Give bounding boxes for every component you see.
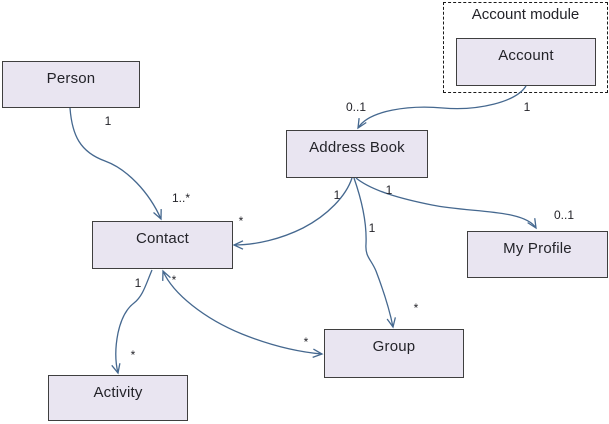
- multiplicity-contact-activity-at-activity: *: [130, 348, 136, 362]
- edge-person-contact: [69, 107, 162, 221]
- multiplicity-account-address-book-at-address-book: 0..1: [345, 100, 367, 114]
- multiplicity-address-book-group-at-address-book: 1: [368, 221, 376, 235]
- node-my-profile-label: My Profile: [503, 240, 572, 257]
- multiplicity-address-book-my-profile-at-my-profile: 0..1: [553, 208, 575, 222]
- edge-address-book-my-profile: [355, 177, 537, 230]
- node-person-label: Person: [46, 70, 96, 87]
- multiplicity-contact-group-at-group: *: [303, 335, 309, 349]
- edge-address-book-group: [353, 177, 396, 329]
- multiplicity-person-contact-at-contact: 1..*: [171, 191, 191, 205]
- node-contact: Contact: [92, 221, 233, 269]
- account-module-label: Account module: [471, 6, 580, 23]
- node-activity: Activity: [48, 375, 188, 421]
- multiplicity-contact-activity-at-contact: 1: [134, 276, 142, 290]
- node-group-label: Group: [372, 338, 416, 355]
- multiplicity-address-book-contact-at-contact: *: [238, 214, 244, 228]
- multiplicity-address-book-contact-at-address-book: 1: [333, 188, 341, 202]
- multiplicity-person-contact-at-person: 1: [104, 114, 112, 128]
- node-address-book: Address Book: [286, 130, 428, 178]
- node-contact-label: Contact: [135, 230, 190, 247]
- node-person: Person: [2, 61, 140, 108]
- multiplicity-address-book-my-profile-at-address-book: 1: [385, 183, 393, 197]
- multiplicity-address-book-group-at-group: *: [413, 301, 419, 315]
- node-group: Group: [324, 329, 464, 378]
- node-activity-label: Activity: [93, 384, 143, 401]
- multiplicity-contact-group-at-contact: *: [171, 273, 177, 287]
- node-account-label: Account: [498, 47, 554, 64]
- node-my-profile: My Profile: [467, 231, 608, 278]
- node-address-book-label: Address Book: [309, 139, 405, 156]
- multiplicity-account-address-book-at-account: 1: [523, 100, 531, 114]
- node-account: Account: [456, 38, 596, 86]
- edge-contact-group: [162, 269, 324, 359]
